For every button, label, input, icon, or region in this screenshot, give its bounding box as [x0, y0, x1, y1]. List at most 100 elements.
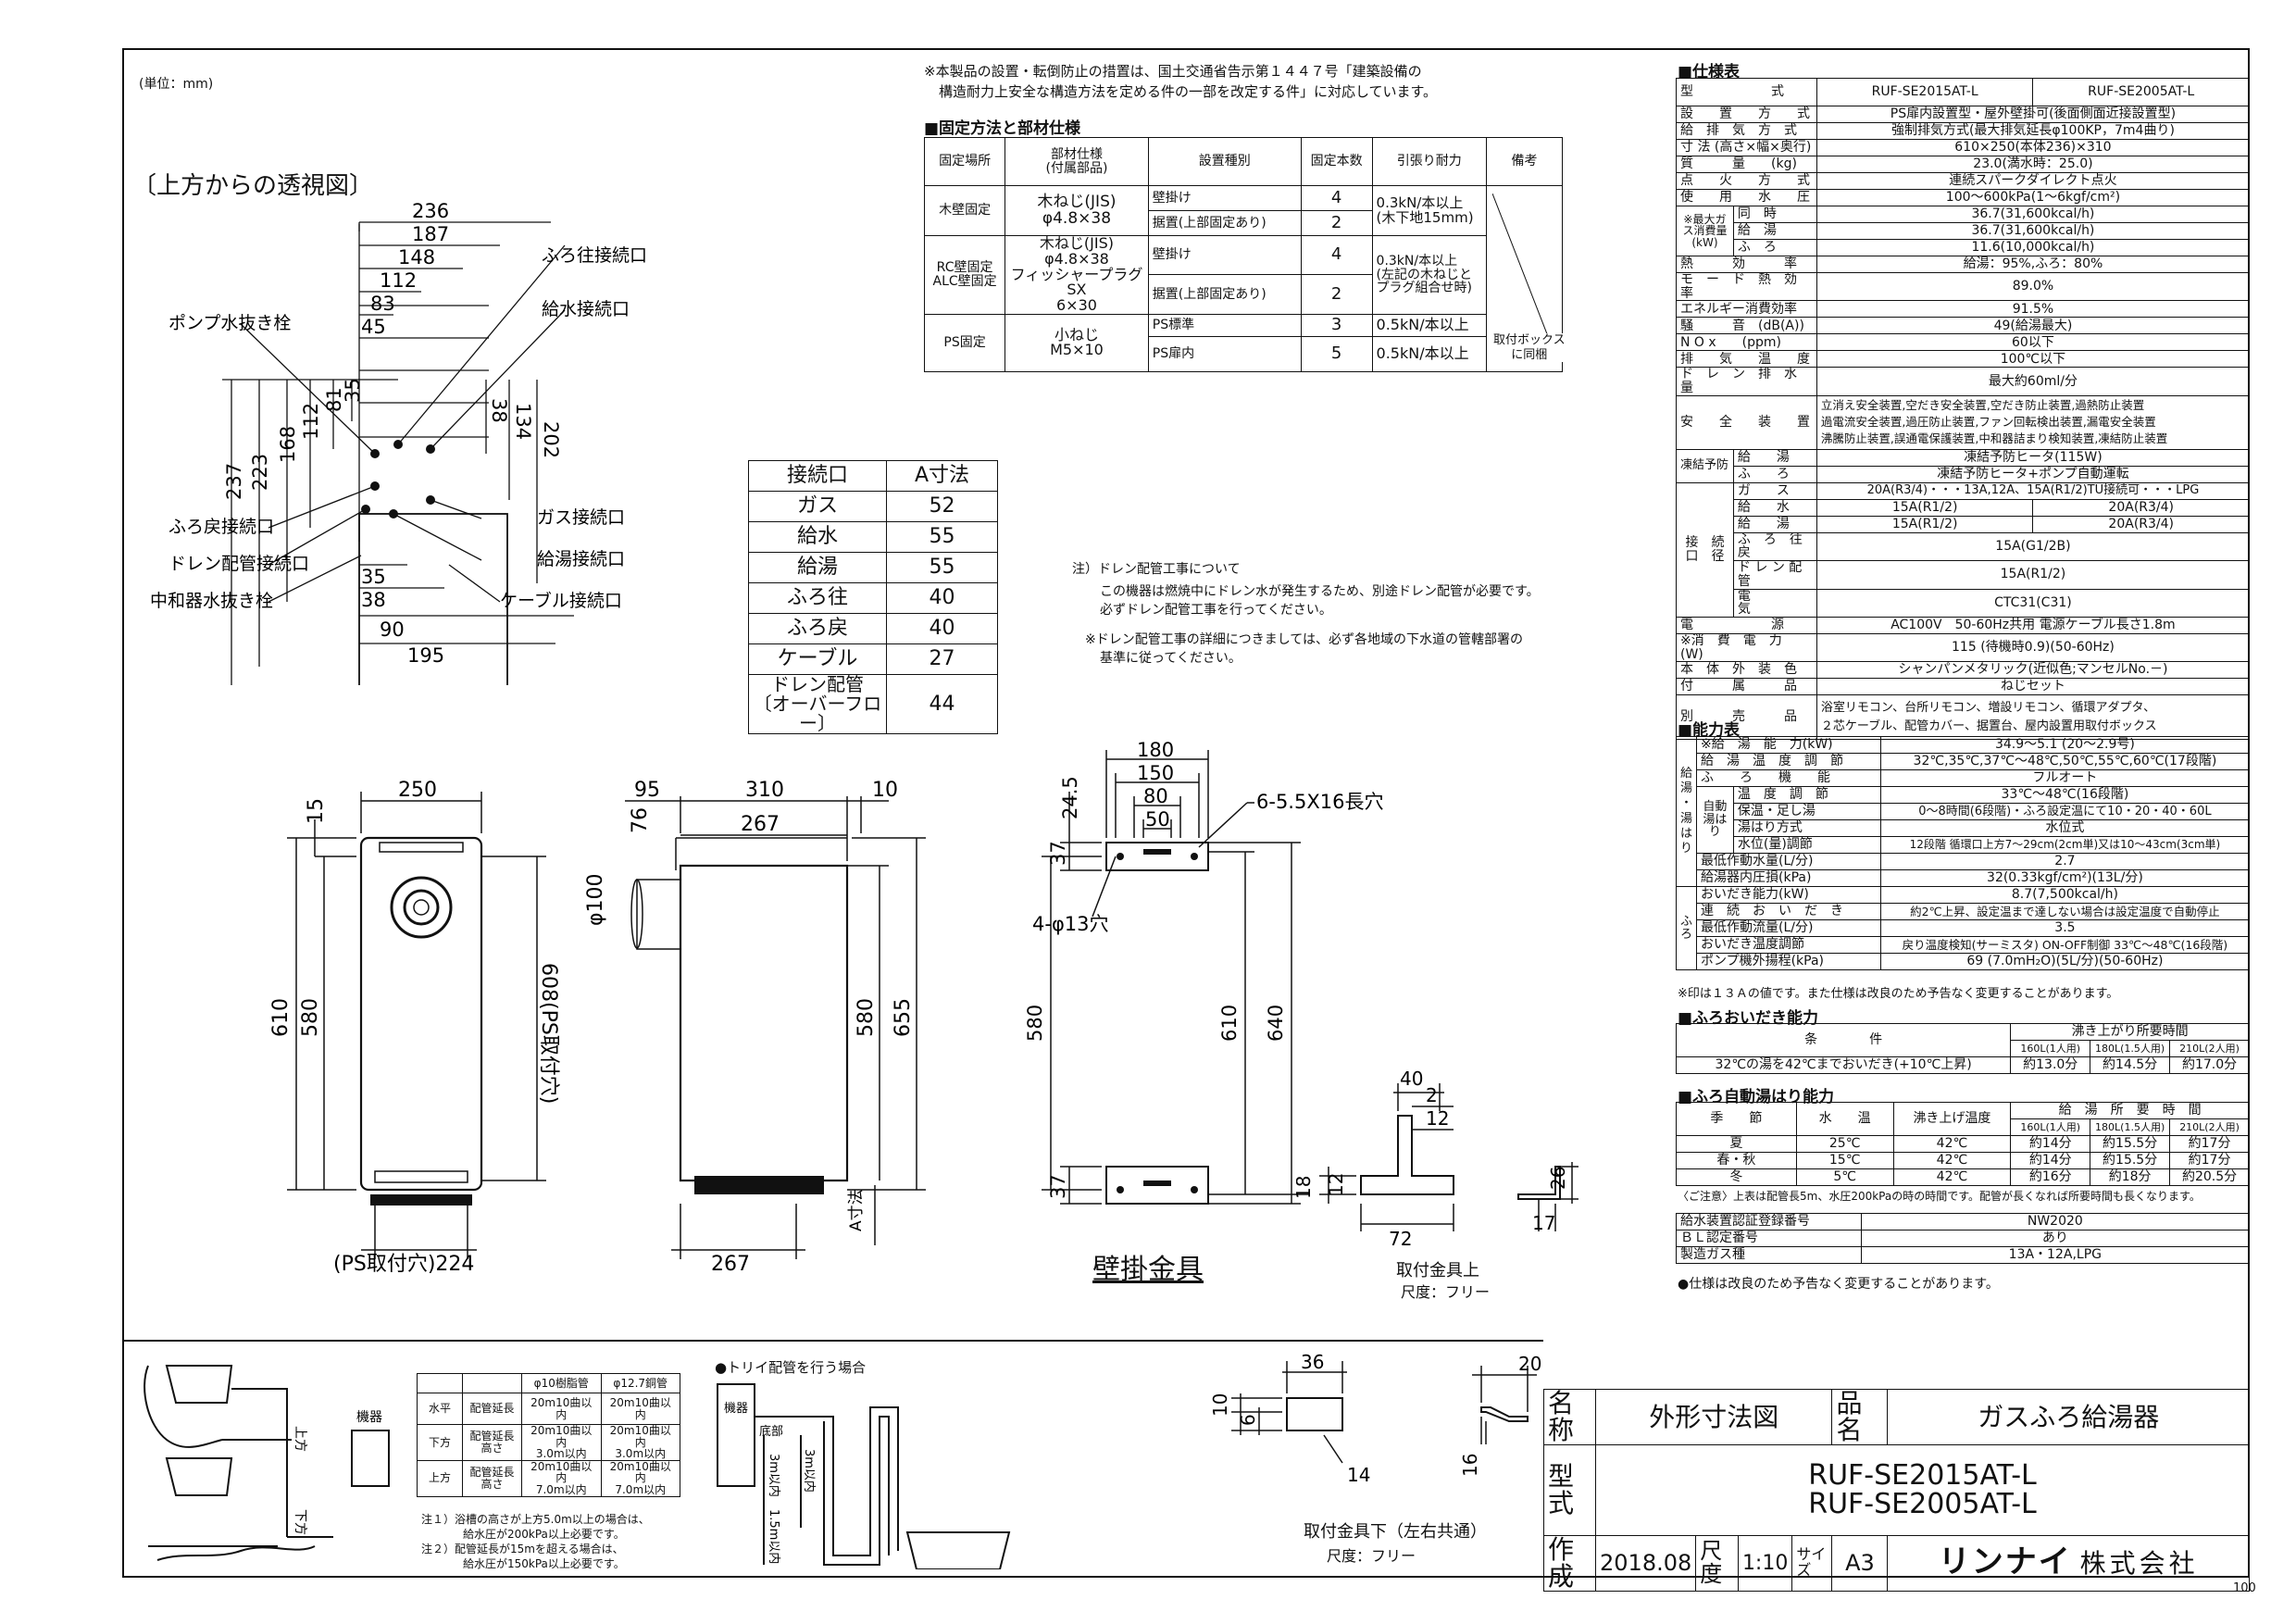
pipe-cell: 20m10曲以内 [521, 1393, 602, 1425]
fix-r3-part: 小ねじ M5×10 [1004, 313, 1149, 372]
spec-value: 100℃以下 [1816, 350, 2251, 369]
spec-label: 排 気 温 度 [1676, 350, 1817, 369]
spec-value: 連続スパークダイレクト点火 [1816, 172, 2251, 190]
spec-gas-value: 36.7(31,600kcal/h) [1816, 206, 2251, 223]
perf-label: 最低作動水量(L/分) [1696, 853, 1881, 870]
autofill-sub: 180L(1.5人用) [2090, 1118, 2171, 1136]
drain-note-1: 注）ドレン配管工事について [1072, 562, 1241, 577]
spec-safety-label: 安 全 装 置 [1676, 394, 1817, 450]
dim-83: 83 [370, 293, 395, 315]
lower-dim-16: 16 [1459, 1454, 1481, 1477]
autofill-h-temp: 水 温 [1795, 1102, 1894, 1136]
spec-safety-1: 立消え安全装置,空だき安全装置,空だき防止装置,過熱防止装置 [1820, 398, 2145, 413]
tb-size: A3 [1831, 1534, 1889, 1592]
bracket-dim-50: 50 [1145, 808, 1170, 831]
lower-fit-title: 取付金具下（左右共通） [1304, 1522, 1487, 1542]
drain-note-4: ※ドレン配管工事の詳細につきましては、必ず各地域の下水道の管轄部署の [1085, 632, 1524, 647]
spec-label: 給 排 気 方 式 [1676, 122, 1817, 140]
upper-fitting-view: 40 12 2 18 12 72 26 17 [1296, 1068, 1578, 1250]
side-dim-b267: 267 [711, 1253, 750, 1276]
spec-value: 最大約60ml/分 [1816, 367, 2251, 396]
bracket-dim-37: 37 [1047, 841, 1069, 866]
autofill-cell: 約14分 [2010, 1135, 2091, 1153]
spec-value: 91.5% [1816, 300, 2251, 319]
tb-product: ガスふろ給湯器 [1887, 1389, 2250, 1445]
spec-label: ※消 費 電 力 (W) [1676, 632, 1817, 663]
conn-row-port: 給水 [748, 521, 887, 553]
upper-dim-2: 2 [1426, 1084, 1438, 1106]
pipe-h-0 [417, 1373, 463, 1393]
perf-auto-sub: 保温・足し湯 [1732, 803, 1881, 820]
lower-dim-10: 10 [1209, 1393, 1231, 1417]
dim-b195: 195 [407, 644, 444, 667]
fix-h-place: 固定場所 [923, 137, 1006, 186]
piping-diagram: 上方 下方 機器 [144, 1365, 390, 1561]
side-dim-10: 10 [872, 779, 898, 802]
bracket-dim-150: 150 [1137, 762, 1174, 784]
label-gas: ガス接続口 [537, 507, 625, 528]
spec-gas-sub: 給 湯 [1732, 222, 1817, 240]
tb-scale-label: 尺度 [1695, 1534, 1739, 1592]
bracket-dim-37b: 37 [1047, 1174, 1069, 1199]
spec-gas-value: 36.7(31,600kcal/h) [1816, 222, 2251, 240]
trap-diagram: 機器 底部 3m以内 3m以内 1.5m以内 [717, 1383, 1011, 1569]
reheat-val: 約14.5分 [2090, 1056, 2171, 1074]
pipe-cell: 配管延長 高さ [462, 1424, 522, 1461]
trap-unit: 機器 [724, 1402, 748, 1416]
upper-dim-17: 17 [1532, 1212, 1555, 1234]
spec-model-label: 型 式 [1676, 78, 1817, 106]
fix-h-type: 設置種別 [1147, 137, 1302, 186]
spec-value: 23.0(満水時：25.0) [1816, 156, 2251, 173]
tb-name-label: 名称 [1542, 1389, 1597, 1445]
fix-r1-part: 木ねじ(JIS) φ4.8×38 [1004, 185, 1149, 236]
perf-label: ふ ろ 機 能 [1696, 769, 1881, 787]
spec-value: AC100V 50-60Hz共用 電源ケーブル長さ1.8m [1816, 616, 2251, 634]
dim-v168: 168 [277, 426, 299, 463]
spec-label: 電 源 [1676, 616, 1817, 634]
fix-r3-n2: 5 [1300, 335, 1373, 372]
upper-fit-scale: 尺度：フリー [1401, 1283, 1491, 1301]
spec-sold-1: 浴室リモコン、台所リモコン、増設リモコン、循環アダプタ、 [1820, 701, 2156, 716]
spec-conn-value: 15A(R1/2) [1816, 560, 2251, 590]
autofill-table: 季 節水 温沸き上げ温度給 湯 所 要 時 間 160L(1人用)180L(1.… [1676, 1102, 2250, 1186]
fix-h-part: 部材仕様 (付属部品) [1004, 137, 1149, 186]
spec-sold-label: 別 売 品 [1676, 694, 1817, 741]
fix-r1-t1: 壁掛け [1147, 185, 1302, 211]
conn-row-a: 55 [886, 552, 998, 583]
reheat-table: 条 件沸き上がり所要時間 160L(1人用)180L(1.5人用)210L(2人… [1675, 1023, 2250, 1074]
dim-v223: 223 [249, 454, 271, 491]
perf-label: 給湯器内圧損(kPa) [1696, 869, 1881, 887]
spec-freeze-value: 凍結予防ヒータ(115W) [1816, 448, 2251, 467]
perf-label: ※給 湯 能 力(kW) [1696, 736, 1881, 754]
reg-note: ●仕様は改良のため予告なく変更することがあります。 [1678, 1277, 1999, 1292]
fix-r2-part: 木ねじ(JIS) φ4.8×38 フィッシャープラグSX 6×30 [1004, 235, 1149, 315]
spec-label: 騒 音 (dB(A)) [1676, 317, 1817, 335]
fix-r1-f1: 0.3kN/本以上 (木下地15mm) [1371, 185, 1488, 236]
spec-label: N O x (ppm) [1676, 333, 1817, 352]
upper-dim-72: 72 [1389, 1228, 1412, 1250]
spec-freeze-value: 凍結予防ヒータ+ポンプ自動運転 [1816, 465, 2251, 483]
spec-label: 本 体 外 装 色 [1676, 661, 1817, 680]
dim-45: 45 [361, 316, 386, 338]
spec-label: 点 火 方 式 [1676, 172, 1817, 190]
pipe-cell: 20m10曲以内 3.0m以内 [600, 1424, 680, 1461]
perf-value: 約2℃上昇、設定温まで達しない場合は設定温度で自動停止 [1879, 903, 2251, 920]
conn-h-port: 接続口 [748, 460, 887, 492]
bracket-dim-slot: 6-5.5X16長穴 [1256, 791, 1383, 813]
spec-conn-sub: 電 気 [1732, 588, 1817, 618]
front-dim-250: 250 [398, 779, 437, 802]
dim-v202: 202 [540, 421, 562, 458]
perf-label: おいだき温度調節 [1696, 936, 1881, 954]
autofill-cell: 約15.5分 [2090, 1152, 2171, 1169]
fix-r2-n2: 2 [1300, 274, 1373, 315]
autofill-cell: 約18分 [2090, 1168, 2171, 1186]
side-dim-76: 76 [629, 807, 652, 833]
fix-r1-n2: 2 [1300, 210, 1373, 236]
bracket-dim-24: 24.5 [1059, 776, 1081, 819]
label-furo-out: ふろ往接続口 [542, 245, 647, 266]
fix-r1-place: 木壁固定 [923, 185, 1006, 236]
spec-value: ねじセット [1816, 678, 2251, 696]
